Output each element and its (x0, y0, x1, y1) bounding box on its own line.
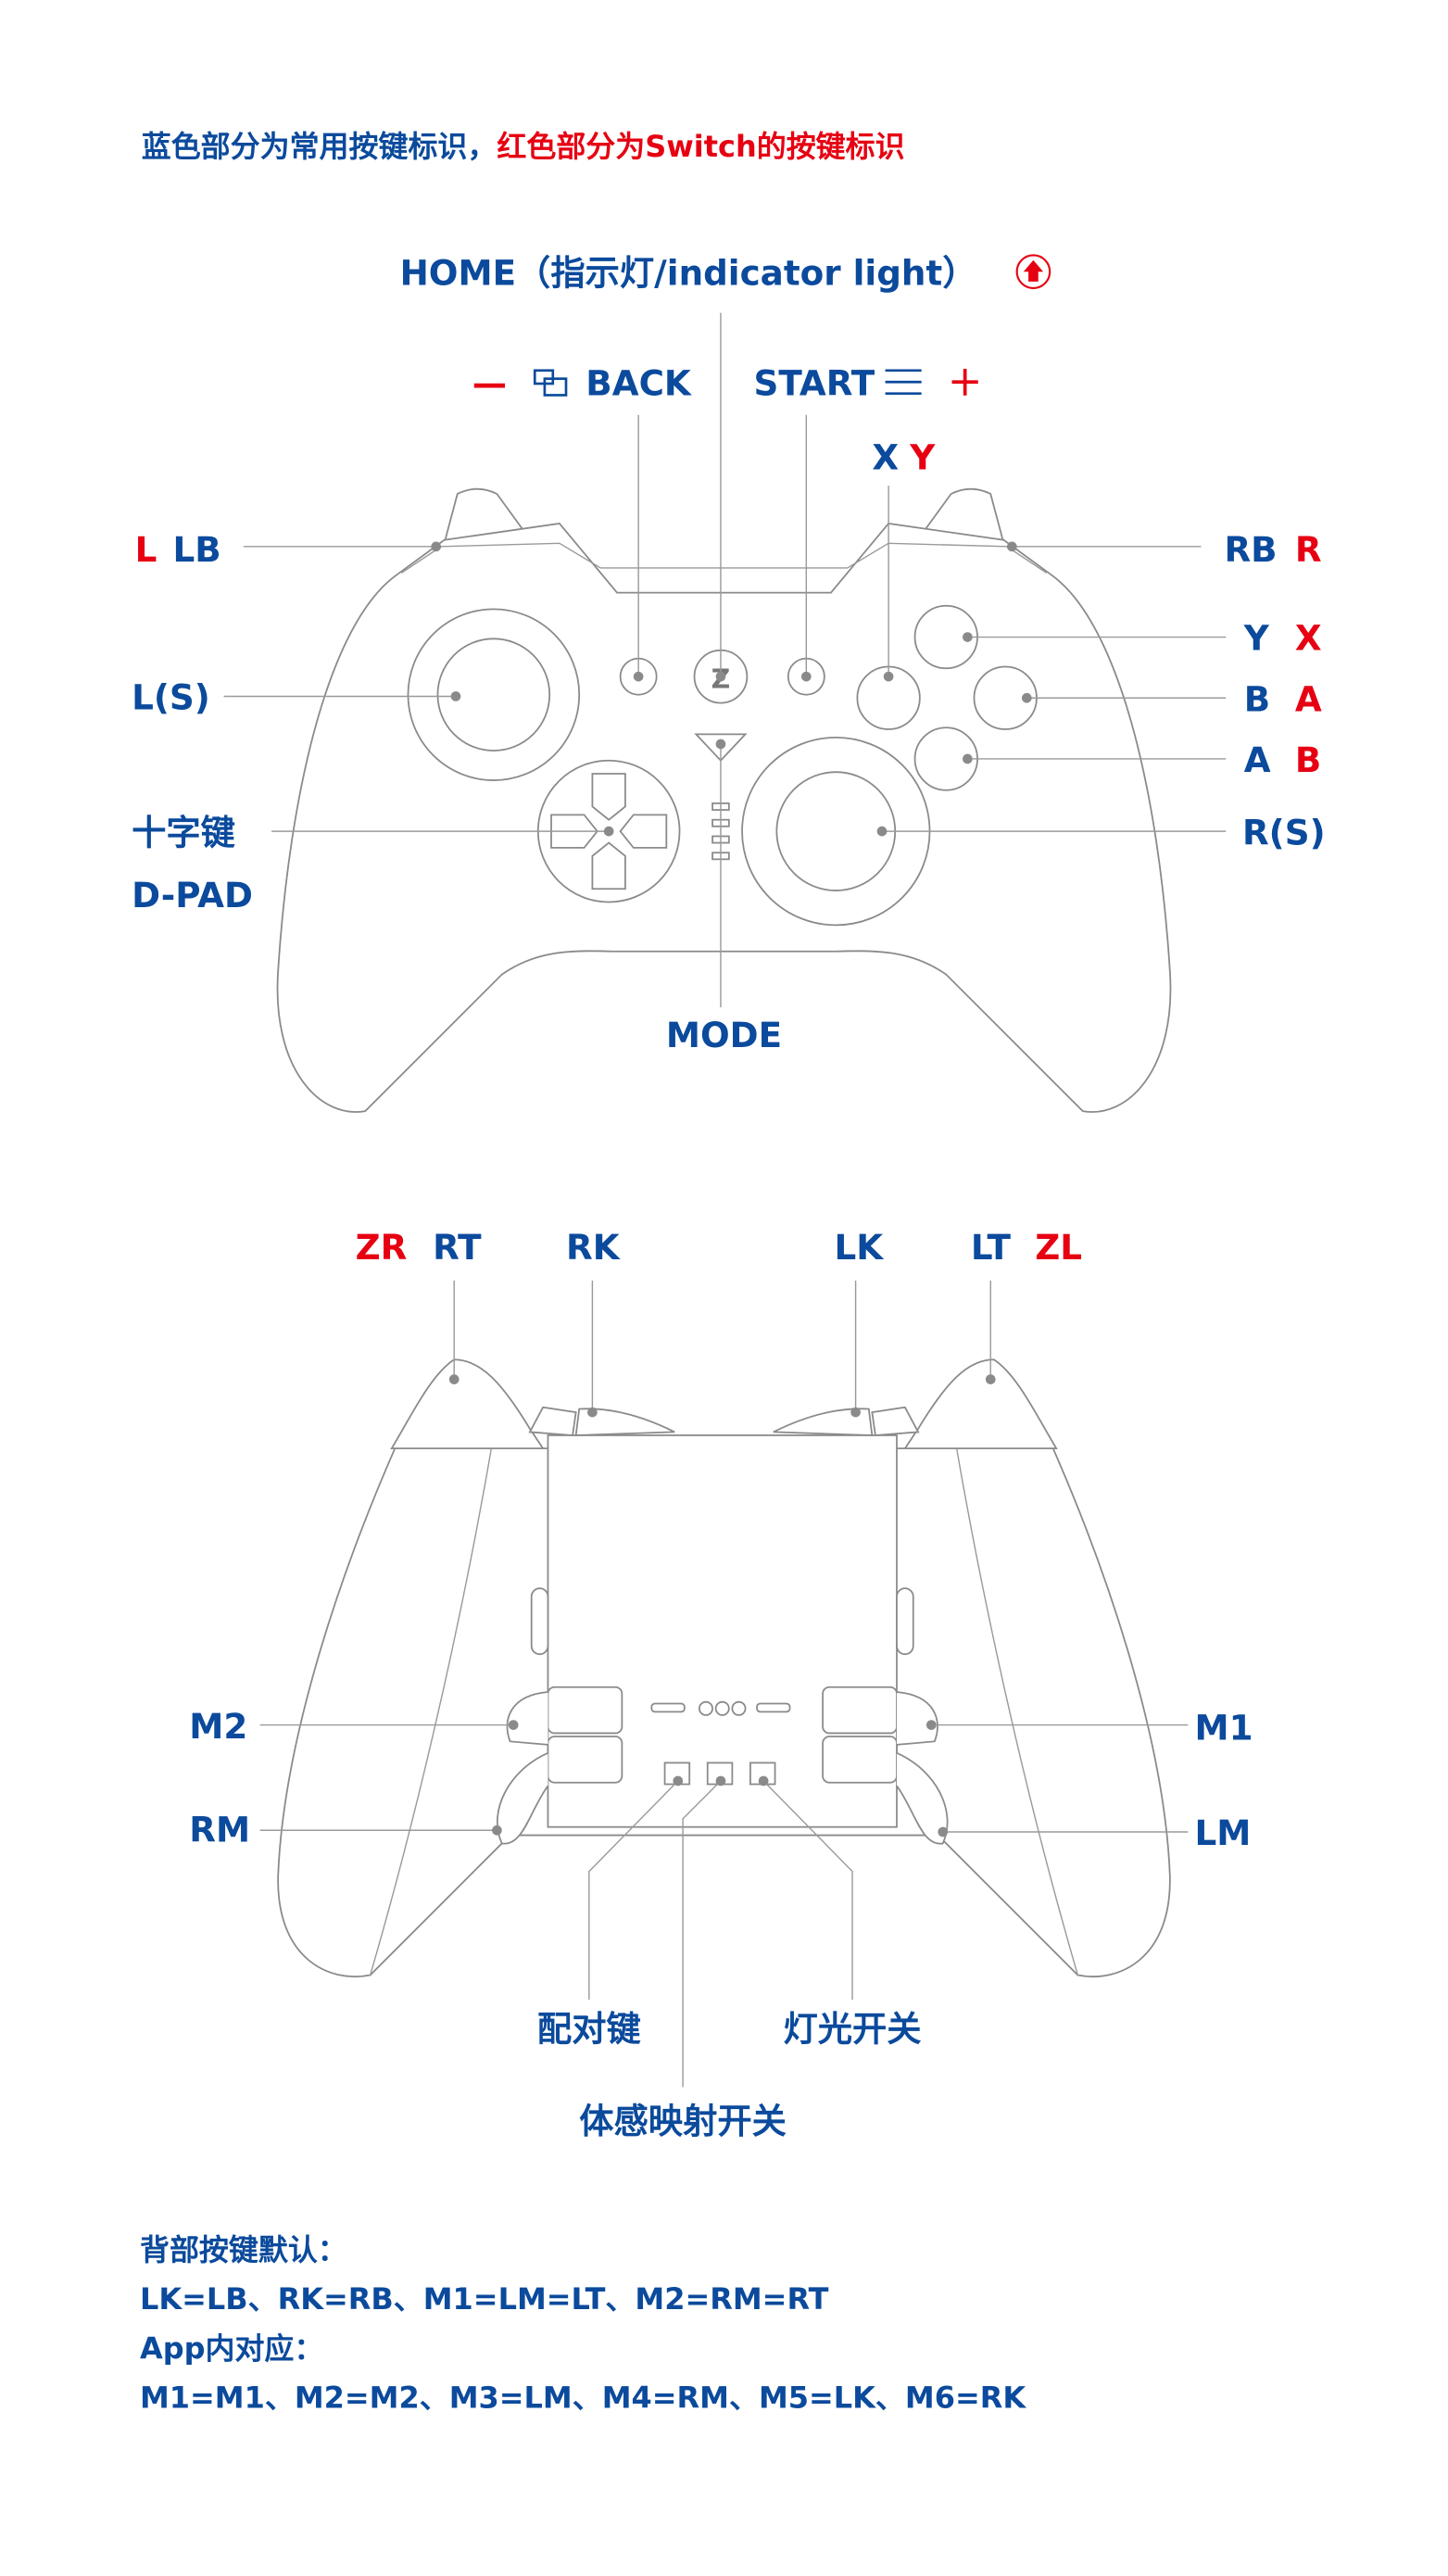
notes-app-heading: App内对应： (140, 2330, 323, 2366)
rm-label: RM (189, 1810, 250, 1850)
legend-text: 蓝色部分为常用按键标识，红色部分为Switch的按键标识 (142, 129, 905, 164)
dpad-cn-label: 十字键 (132, 812, 236, 852)
home-label: HOME（指示灯/indicator light） (400, 252, 977, 293)
dpad-label: D-PAD (132, 875, 253, 915)
m1-label: M1 (1194, 1708, 1253, 1749)
mode-label: MODE (666, 1015, 782, 1055)
zl-label: ZL (1035, 1227, 1082, 1268)
l-switch-label: L (135, 529, 157, 570)
x-label: X (872, 436, 899, 477)
notes-heading: 背部按键默认： (140, 2232, 347, 2267)
lk-label: LK (835, 1227, 886, 1268)
b-switch-label: B (1295, 739, 1321, 780)
light-switch-label: 灯光开关 (783, 2009, 921, 2050)
back-label: BACK (585, 362, 693, 403)
start-label: START (753, 362, 875, 403)
a-switch-label: A (1295, 678, 1322, 719)
m2-label: M2 (189, 1706, 247, 1747)
lm-label: LM (1194, 1812, 1251, 1853)
home-icon (1015, 254, 1051, 290)
front-controller: Z (276, 487, 1172, 1113)
back-leader-lines (259, 1281, 1189, 2088)
b-label: B (1244, 678, 1270, 719)
minus-label: — (472, 362, 507, 403)
lt-label: LT (971, 1227, 1012, 1268)
notes-app-mapping: M1=M1、M2=M2、M3=LM、M4=RM、M5=LK、M6=RK (140, 2380, 1026, 2416)
plus-label: ＋ (948, 362, 982, 403)
rt-label: RT (433, 1227, 482, 1268)
rk-label: RK (566, 1227, 622, 1268)
r-switch-label: R (1295, 529, 1322, 570)
front-leader-lines (223, 312, 1227, 1008)
notes-default-mapping: LK=LB、RK=RB、M1=LM=LT、M2=RM=RT (140, 2281, 829, 2317)
lb-label: LB (172, 529, 220, 570)
y-label: Y (1243, 618, 1270, 659)
view-icon (533, 369, 568, 397)
zr-label: ZR (356, 1227, 408, 1268)
rb-label: RB (1224, 529, 1277, 570)
menu-icon (885, 369, 922, 396)
back-controller (277, 1358, 1171, 1978)
a-label: A (1244, 739, 1271, 780)
pair-button-label: 配对键 (537, 2009, 642, 2050)
x-switch-label: X (1295, 618, 1322, 659)
right-stick-label: R(S) (1242, 812, 1326, 852)
y-switch-label: Y (909, 436, 936, 477)
motion-switch-label: 体感映射开关 (579, 2101, 787, 2141)
left-stick-label: L(S) (132, 677, 210, 718)
